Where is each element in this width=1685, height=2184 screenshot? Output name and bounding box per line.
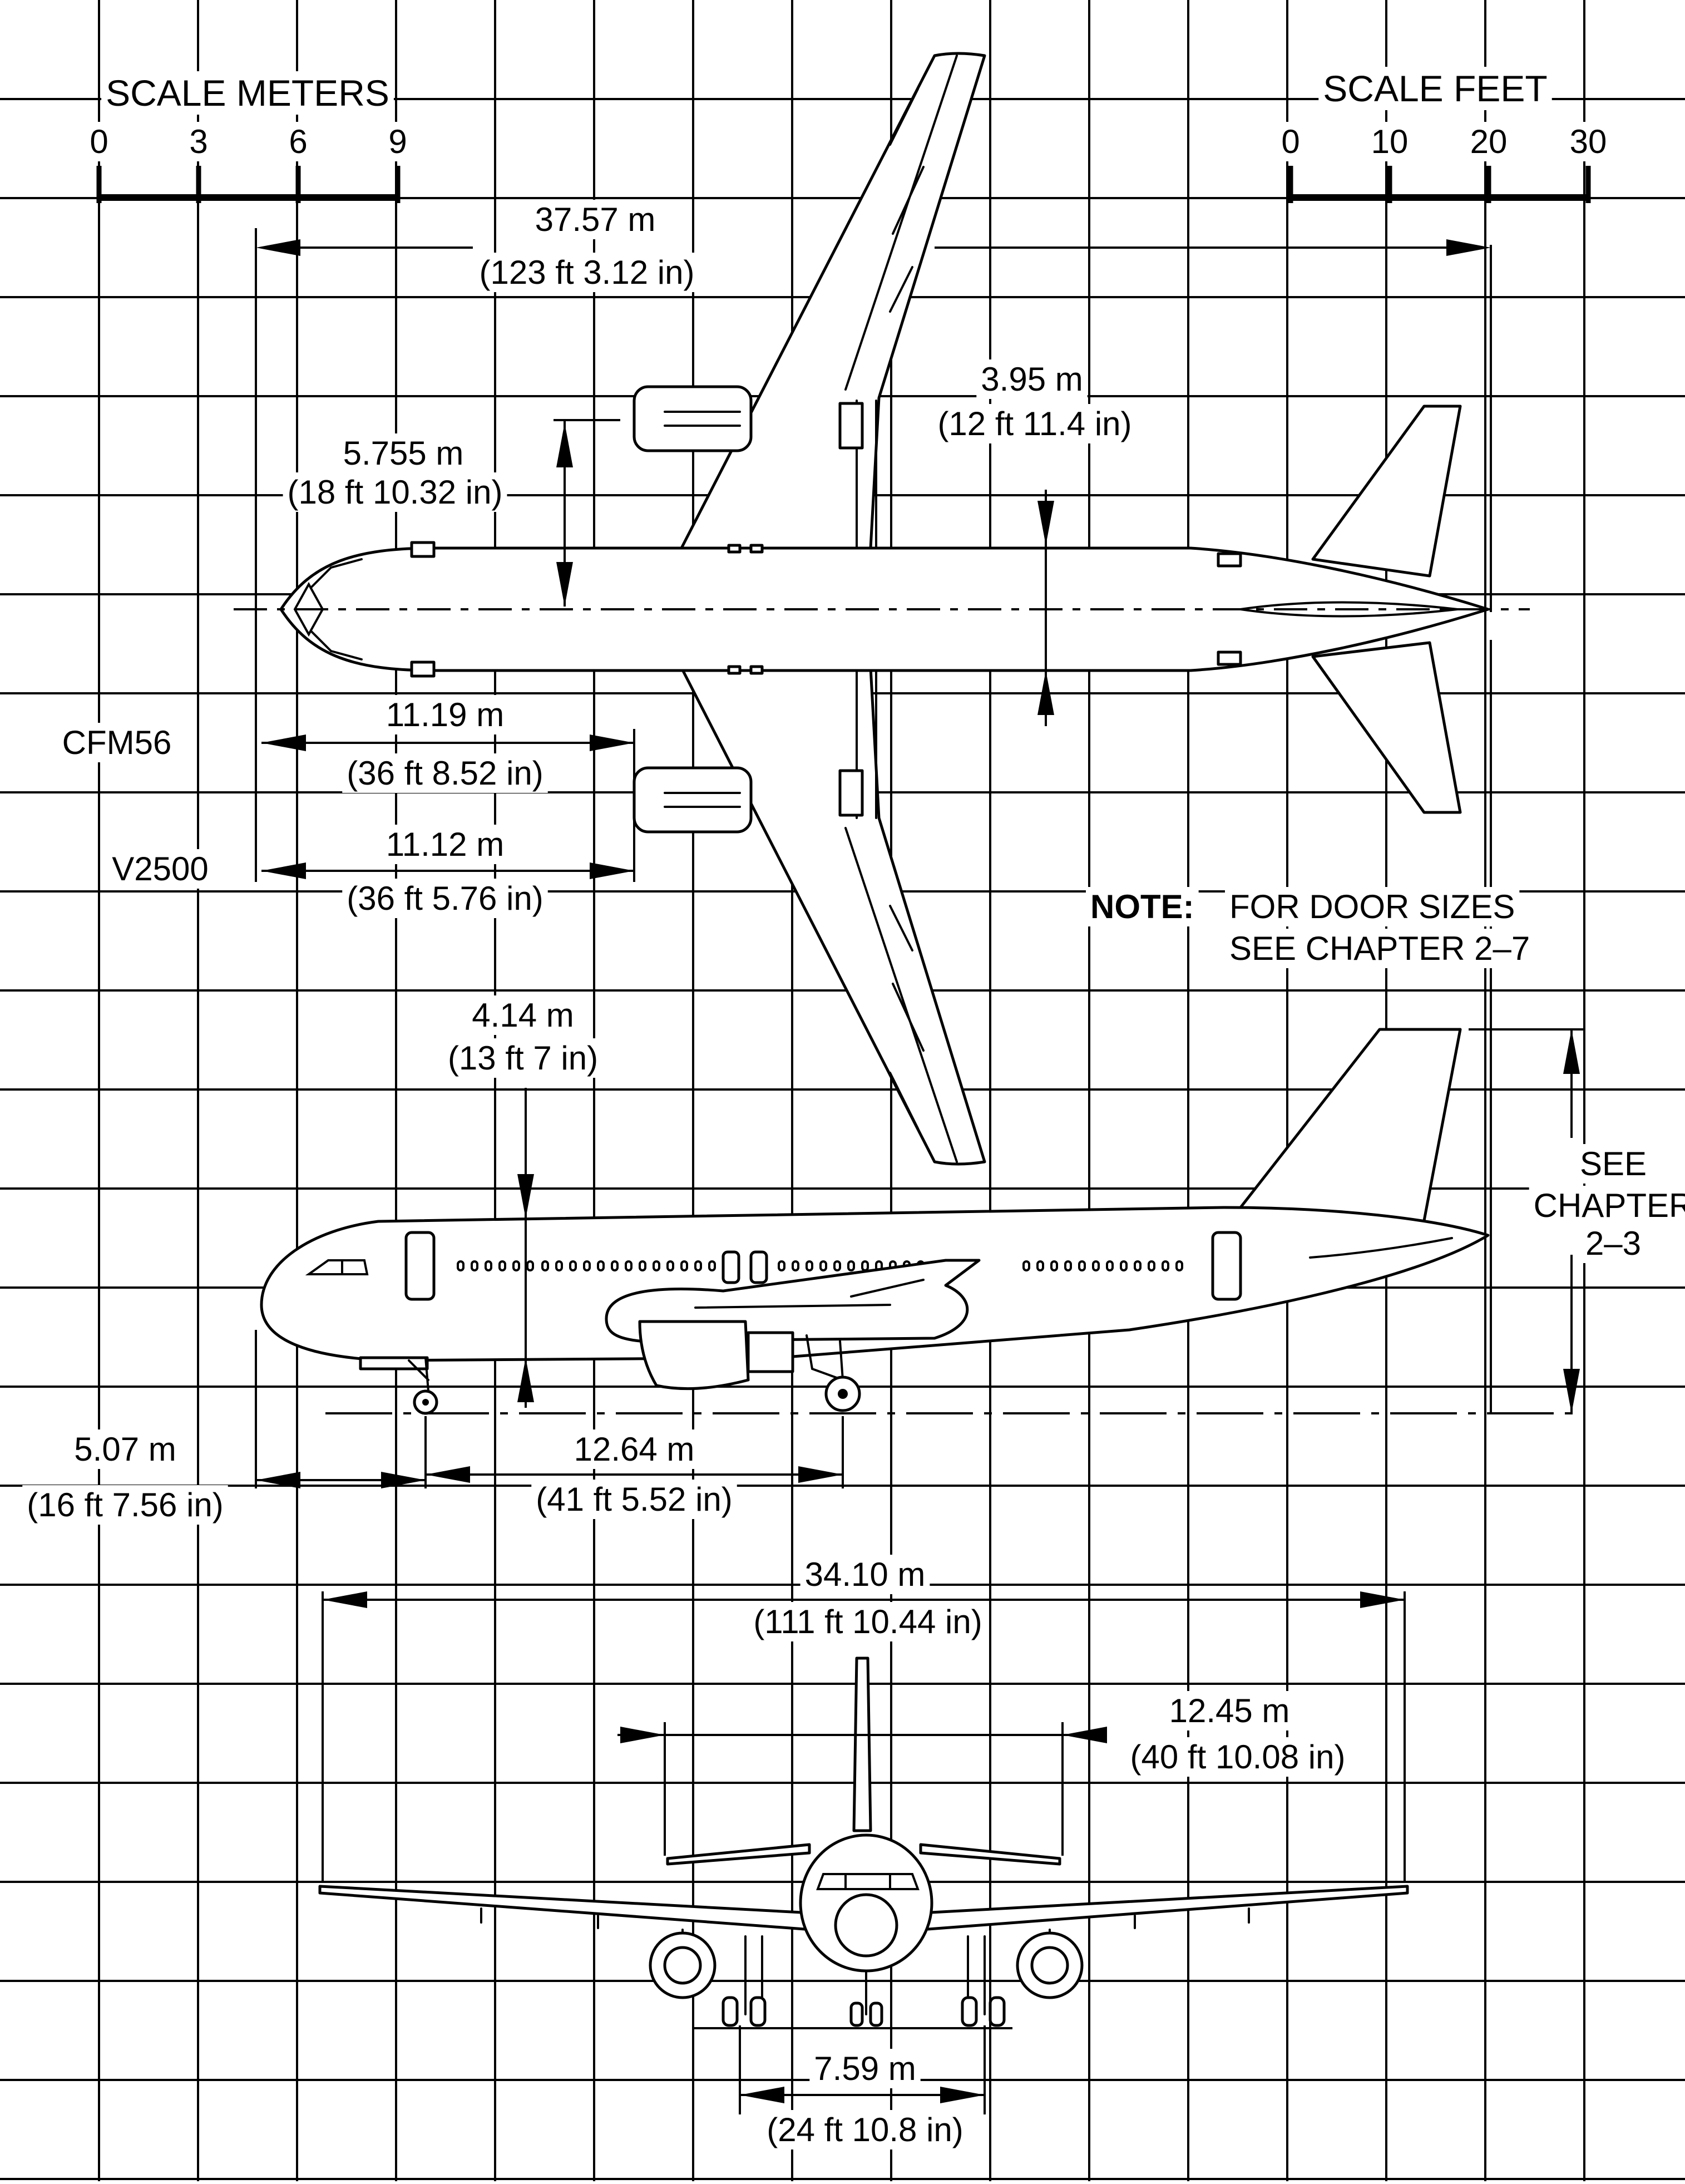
fuselage-width-ft: (12 ft 11.4 in) <box>937 405 1131 442</box>
wheel-track-ft: (24 ft 10.8 in) <box>767 2111 963 2148</box>
cfm56-label: CFM56 <box>62 724 172 761</box>
scale-feet-tick-0: 0 <box>1281 123 1299 160</box>
dim-length: 34.10 m (111 ft 10.44 in) <box>322 1555 1406 1881</box>
dim-fuselage-width: 3.95 m (12 ft 11.4 in) <box>933 359 1136 726</box>
fuselage-height-ft: (13 ft 7 in) <box>448 1039 598 1077</box>
front-view-wing <box>318 1885 814 1931</box>
see-chapter-line3: 2–3 <box>1585 1225 1641 1262</box>
top-view-lower-wing <box>680 666 986 1166</box>
front-view-tail <box>852 1657 872 1832</box>
note-line1: FOR DOOR SIZES <box>1229 888 1515 925</box>
front-view-right-gear <box>961 1996 978 2027</box>
top-view-upper-stabilizer <box>1311 405 1462 578</box>
wheelbase-ft: (41 ft 5.52 in) <box>536 1481 733 1518</box>
wingspan-ft: (123 ft 3.12 in) <box>480 254 695 291</box>
v2500-label: V2500 <box>112 850 209 888</box>
front-view-nose-gear <box>849 2001 864 2027</box>
nose-gear-m: 5.07 m <box>74 1431 176 1468</box>
note: NOTE: FOR DOOR SIZES SEE CHAPTER 2–7 <box>1086 887 1535 968</box>
side-view-windows <box>457 1260 1183 1271</box>
fuselage-width-m: 3.95 m <box>981 361 1083 398</box>
v2500-m: 11.12 m <box>386 826 504 863</box>
tailplane-span-m: 12.45 m <box>1169 1692 1290 1729</box>
cfm56-ft: (36 ft 8.52 in) <box>347 755 543 792</box>
dim-v2500: V2500 11.12 m (36 ft 5.76 in) <box>107 825 634 918</box>
dim-engine-offset: 5.755 m (18 ft 10.32 in) <box>283 419 620 607</box>
note-label: NOTE: <box>1090 888 1194 925</box>
dim-wheel-track: 7.59 m (24 ft 10.8 in) <box>739 2025 986 2150</box>
top-view-upper-engine <box>633 385 753 452</box>
top-view-lower-stabilizer <box>1311 641 1462 814</box>
scale-meters-tick-0: 0 <box>90 123 108 160</box>
scale-feet-tick-3: 30 <box>1570 123 1607 160</box>
engine-offset-m: 5.755 m <box>343 435 464 472</box>
note-line2: SEE CHAPTER 2–7 <box>1229 930 1530 967</box>
dim-overall-height: SEE CHAPTER 2–3 <box>1469 1028 1685 1413</box>
side-view-aircraft <box>260 1028 1583 1415</box>
scale-feet-tick-2: 20 <box>1470 123 1508 160</box>
top-view-lower-engine <box>633 766 753 834</box>
v2500-ft: (36 ft 5.76 in) <box>347 880 543 917</box>
scale-meters-tick-3: 9 <box>388 123 407 160</box>
top-view-upper-wing <box>680 52 986 550</box>
dim-nose-gear: 5.07 m (16 ft 7.56 in) <box>22 1330 844 1525</box>
scale-meters-title: SCALE METERS <box>106 72 389 114</box>
length-ft: (111 ft 10.44 in) <box>753 1603 982 1640</box>
scale-feet-title: SCALE FEET <box>1323 68 1547 109</box>
side-view-engine <box>638 1320 750 1391</box>
top-view-aircraft <box>234 52 1530 1166</box>
front-view-left-gear <box>722 1996 739 2027</box>
scale-feet: SCALE FEET 0 10 20 30 <box>1277 67 1612 203</box>
dim-wingspan: 37.57 m (123 ft 3.12 in) <box>255 200 1492 1413</box>
wingspan-m: 37.57 m <box>535 201 656 238</box>
side-view-vertical-tail <box>1239 1028 1462 1237</box>
dim-wheelbase: 12.64 m (41 ft 5.52 in) <box>426 1429 843 1519</box>
wheel-track-m: 7.59 m <box>814 2050 916 2087</box>
fuselage-height-m: 4.14 m <box>472 997 574 1034</box>
wheelbase-m: 12.64 m <box>574 1431 695 1468</box>
scale-meters-tick-1: 3 <box>189 123 207 160</box>
engine-offset-ft: (18 ft 10.32 in) <box>288 474 503 511</box>
front-view-aircraft <box>318 1657 1409 2029</box>
dim-fuselage-height: 4.14 m (13 ft 7 in) <box>443 995 603 1408</box>
dim-tailplane-span: 12.45 m (40 ft 10.08 in) <box>617 1691 1350 1856</box>
nose-gear-ft: (16 ft 7.56 in) <box>27 1486 224 1524</box>
see-chapter-line1: SEE <box>1580 1145 1647 1182</box>
see-chapter-line2: CHAPTER <box>1534 1187 1685 1224</box>
scale-meters: SCALE METERS 0 3 6 9 <box>85 71 412 203</box>
scale-feet-tick-1: 10 <box>1371 123 1409 160</box>
tailplane-span-ft: (40 ft 10.08 in) <box>1130 1738 1346 1776</box>
length-m: 34.10 m <box>805 1556 926 1593</box>
scale-meters-tick-2: 6 <box>289 123 307 160</box>
dim-cfm56: CFM56 11.19 m (36 ft 8.52 in) <box>57 695 635 882</box>
cfm56-m: 11.19 m <box>386 696 504 733</box>
